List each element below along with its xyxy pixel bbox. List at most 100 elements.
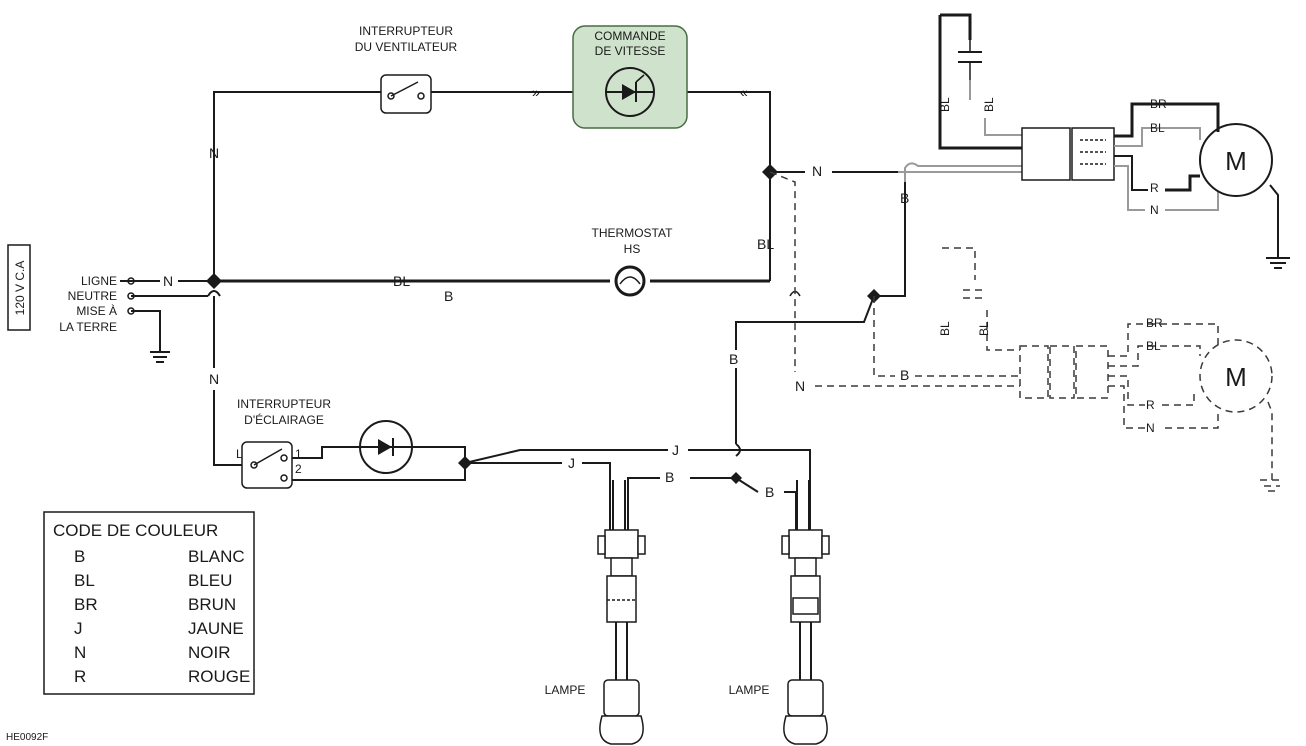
legend-name-b: BLANC bbox=[188, 547, 245, 566]
lamp-right-label: LAMPE bbox=[729, 683, 770, 697]
wire-label-b-vertical: B bbox=[729, 351, 738, 367]
wire-bl-cap-1 bbox=[940, 13, 972, 40]
wire-br-motor bbox=[1114, 102, 1220, 138]
color-code-legend bbox=[43, 511, 255, 695]
label-mise-a: MISE À bbox=[76, 303, 117, 318]
wire-br-alt bbox=[1108, 323, 1219, 357]
wire-j-lower-2 bbox=[582, 462, 611, 530]
wire-n-top bbox=[213, 91, 771, 280]
wire-r-alt-b bbox=[1162, 394, 1195, 406]
wire-n-lower-2 bbox=[213, 390, 242, 466]
wire-b-dashed bbox=[873, 296, 895, 377]
indicator-diode bbox=[359, 420, 413, 474]
crossover-n-b bbox=[207, 290, 221, 297]
wire-label-b-motor: B bbox=[900, 190, 909, 206]
wire-b-lamp-1b bbox=[627, 477, 660, 530]
legend-code-r: R bbox=[74, 667, 86, 686]
switch-1: 1 bbox=[295, 447, 302, 461]
wire-label-bl-motor: BL bbox=[1150, 121, 1165, 135]
wire-label-n-vertical: N bbox=[209, 145, 219, 161]
motor-alt bbox=[1199, 339, 1273, 413]
wire-label-j-upper: J bbox=[672, 442, 679, 458]
wire-label-b-lamp-1: B bbox=[665, 469, 674, 485]
wire-label-n-line: N bbox=[163, 273, 173, 289]
connector-chevron-right: « bbox=[740, 84, 748, 100]
wire-j-upper bbox=[464, 449, 668, 464]
wire-alt-ground bbox=[1267, 401, 1273, 480]
thermostat-label-2: HS bbox=[624, 242, 641, 256]
speed-control bbox=[572, 25, 688, 129]
wire-label-bl-cap-alt-2: BL bbox=[977, 321, 991, 336]
wire-b-to-motor bbox=[874, 182, 906, 297]
light-switch bbox=[241, 441, 293, 489]
motor-main-label: M bbox=[1225, 146, 1247, 176]
legend-name-r: ROUGE bbox=[188, 667, 250, 686]
wire-label-bl-cap-alt-1: BL bbox=[938, 321, 952, 336]
wire-label-br-alt: BR bbox=[1146, 316, 1163, 330]
wire-bl-motor bbox=[1114, 127, 1201, 147]
wire-bl-cap-2b bbox=[984, 118, 1022, 136]
fan-switch-label-2: DU VENTILATEUR bbox=[355, 40, 458, 54]
lamp-left-label: LAMPE bbox=[545, 683, 586, 697]
switch-2: 2 bbox=[295, 462, 302, 476]
wire-r-motor-b bbox=[1165, 174, 1200, 192]
wire-label-n-dashed: N bbox=[795, 378, 805, 394]
wire-label-bl-cap-2: BL bbox=[982, 97, 996, 112]
switch-l: L bbox=[236, 447, 243, 461]
wire-label-n-lower: N bbox=[209, 371, 219, 387]
wire-bl-cap-1b bbox=[938, 15, 1022, 150]
connector-chevron-left: » bbox=[532, 84, 540, 100]
lamp-right bbox=[781, 480, 830, 745]
wire-label-bl-line: BL bbox=[393, 273, 410, 289]
legend-code-b: B bbox=[74, 547, 85, 566]
wire-b-lamp-2b bbox=[784, 491, 797, 530]
supply-box bbox=[7, 244, 31, 331]
light-switch-label-1: INTERRUPTEUR bbox=[237, 397, 331, 411]
wire-r-alt bbox=[1108, 375, 1145, 406]
legend-name-br: BRUN bbox=[188, 595, 236, 614]
legend-name-bl: BLEU bbox=[188, 571, 232, 590]
wire-label-n-motor: N bbox=[812, 163, 822, 179]
figure-id: HE0092F bbox=[6, 732, 48, 743]
legend-name-n: NOIR bbox=[188, 643, 231, 662]
wire-b-vertical bbox=[735, 295, 875, 350]
thermostat-label-1: THERMOSTAT bbox=[592, 226, 674, 240]
connector-alt bbox=[1019, 345, 1109, 399]
legend-code-br: BR bbox=[74, 595, 98, 614]
lamp-left bbox=[597, 480, 646, 745]
wire-switch-1 bbox=[292, 446, 360, 459]
crossover-j-b bbox=[735, 443, 741, 457]
wire-label-br-motor: BR bbox=[1150, 97, 1167, 111]
motor-main bbox=[1199, 123, 1273, 197]
wire-n-motor-line bbox=[1114, 165, 1145, 211]
wire-n-alt bbox=[1108, 385, 1145, 429]
wire-r-motor bbox=[1114, 155, 1148, 191]
wire-label-bl-vertical: BL bbox=[757, 236, 774, 252]
label-neutre: NEUTRE bbox=[68, 289, 117, 303]
light-switch-label-2: D'ÉCLAIRAGE bbox=[244, 412, 324, 427]
thermostat-hs bbox=[614, 265, 646, 297]
legend-code-bl: BL bbox=[74, 571, 95, 590]
speed-control-label-1: COMMANDE bbox=[594, 29, 665, 43]
connector-main bbox=[1021, 127, 1115, 181]
ground-symbol-alt bbox=[1260, 479, 1284, 492]
label-la-terre: LA TERRE bbox=[59, 320, 117, 334]
wire-bl-alt bbox=[1108, 345, 1201, 367]
capacitor-alt bbox=[963, 289, 987, 299]
ground-symbol-motor bbox=[1266, 257, 1290, 269]
ground-symbol-supply bbox=[150, 351, 170, 363]
wire-label-b-lamp-2: B bbox=[765, 484, 774, 500]
legend-code-j: J bbox=[74, 619, 83, 638]
legend-name-j: JAUNE bbox=[188, 619, 244, 638]
wire-label-b-dashed: B bbox=[900, 367, 909, 383]
label-ligne: LIGNE bbox=[81, 274, 117, 288]
wire-label-j-lower: J bbox=[568, 455, 575, 471]
wire-harness-top bbox=[898, 162, 1022, 182]
legend-title: CODE DE COULEUR bbox=[53, 521, 218, 540]
wire-j-upper-2 bbox=[688, 449, 811, 530]
wire-label-bl-cap-1: BL bbox=[938, 97, 952, 112]
wire-motor-ground bbox=[1269, 184, 1279, 258]
wire-label-bl-alt: BL bbox=[1146, 339, 1161, 353]
legend-code-n: N bbox=[74, 643, 86, 662]
